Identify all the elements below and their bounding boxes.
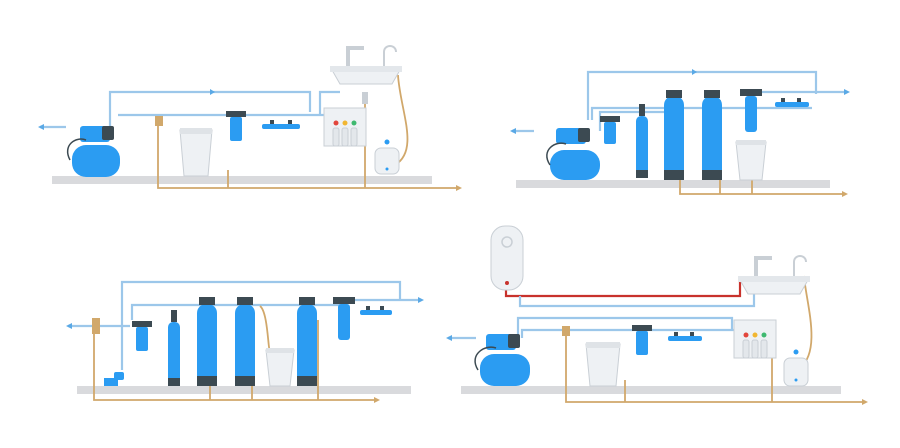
sediment-filter [562, 326, 570, 336]
scene-pump-softener-sink-ro [38, 45, 462, 191]
cartridge-filter [132, 321, 152, 351]
ro-system [323, 107, 367, 147]
filter-column [297, 297, 317, 386]
flow-arrows [446, 335, 452, 341]
sink-faucet [330, 45, 402, 104]
well-intake [92, 318, 124, 386]
floor [516, 180, 830, 188]
cartridge-filter [632, 325, 652, 355]
sink-faucet [738, 255, 810, 295]
big-cartridge [740, 89, 762, 132]
filter-column [197, 297, 217, 386]
filter-column [664, 90, 684, 180]
drain-arrow [374, 397, 380, 403]
uv-lamp [775, 98, 809, 107]
uv-lamp [668, 332, 702, 341]
floor [77, 386, 411, 394]
oxygen-cylinder [168, 310, 180, 386]
pump-tank [66, 126, 120, 177]
flow-arrows [66, 297, 424, 329]
storage-tank [374, 139, 400, 175]
scene-boiler-pump-sink-ro [446, 225, 868, 405]
floor [52, 176, 432, 184]
flow-arrows [38, 89, 215, 130]
salt-tank [735, 140, 767, 181]
cartridge-filter [600, 116, 620, 144]
uv-lamp [262, 120, 300, 129]
hot-water-pipe [504, 282, 742, 298]
cold-water-pipes [40, 70, 352, 129]
drain-arrow [862, 399, 868, 405]
sediment-filter [155, 116, 163, 126]
storage-tank [783, 349, 809, 387]
salt-tank [265, 348, 295, 387]
cold-water-pipes [68, 280, 420, 370]
flow-arrows [510, 69, 850, 134]
drain-arrow [456, 185, 462, 191]
filter-column [702, 90, 722, 180]
water-heater [490, 225, 524, 291]
salt-tank [179, 128, 213, 177]
oxygen-cylinder [636, 104, 648, 178]
salt-tank [585, 342, 621, 387]
big-cartridge [333, 297, 355, 340]
scene-well-three-columns [66, 280, 424, 403]
pump-tank [474, 334, 530, 386]
drain-arrow [842, 191, 848, 197]
ro-system [733, 319, 777, 359]
pump-tank [546, 128, 600, 180]
filter-column [235, 297, 255, 386]
floor [461, 386, 841, 394]
cartridge-filter [226, 111, 246, 141]
uv-lamp [360, 306, 392, 315]
scene-pump-aeration-two-columns [510, 69, 850, 197]
cold-water-pipes [448, 270, 760, 340]
